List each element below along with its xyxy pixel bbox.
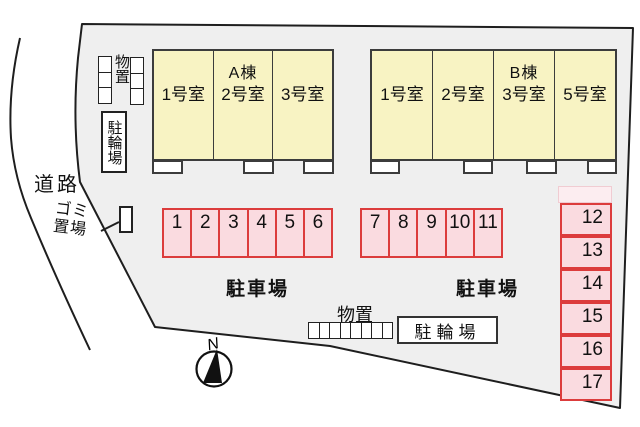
garbage-bin-box <box>119 206 133 233</box>
building-b: 1号室 2号室 B棟 3号室 5号室 <box>370 49 617 161</box>
entrance-porch <box>587 160 617 174</box>
storage-unit <box>381 323 393 338</box>
entrance-porch <box>152 160 183 174</box>
parking-stall-12: 12 <box>560 203 612 236</box>
garbage-label-line2: 置場 <box>52 218 88 240</box>
unit-label: 2号室 <box>221 85 265 104</box>
unit-label: 2号室 <box>441 85 485 104</box>
garbage-pointer-line <box>100 221 120 232</box>
parking-column: 12 13 14 15 16 17 <box>560 203 612 401</box>
storage-unit <box>309 323 319 338</box>
storage-bottom-label: 物置 <box>337 305 373 325</box>
parking-stall-11: 11 <box>472 210 501 256</box>
bicycle-parking-bottom-box: 駐輪場 <box>397 316 498 344</box>
storage-unit <box>131 72 143 89</box>
storage-unit <box>99 87 111 103</box>
unit-label: 1号室 <box>380 85 424 104</box>
unit-label: 1号室 <box>161 85 206 104</box>
storage-unit <box>329 323 340 338</box>
entrance-porch <box>243 160 274 174</box>
parking-row-1: 1 2 3 4 5 6 <box>162 208 333 258</box>
unit-label: 3号室 <box>280 85 325 104</box>
storage-unit <box>131 58 143 73</box>
entrance-porch <box>370 160 400 174</box>
parking-stall-14: 14 <box>560 269 612 302</box>
building-a-name: A棟 <box>228 65 258 82</box>
building-b-unit-2: 2号室 <box>432 51 493 159</box>
parking-stall-7: 7 <box>369 212 381 233</box>
unit-label: 5号室 <box>563 85 607 104</box>
storage-unit <box>99 71 111 88</box>
building-a-unit-1: 1号室 <box>154 51 213 159</box>
storage-unit <box>318 323 330 338</box>
parking-stall-2: 2 <box>190 210 218 256</box>
unit-label: 3号室 <box>502 85 546 104</box>
parking-stall-16: 16 <box>560 335 612 368</box>
parking-label-left: 駐車場 <box>226 279 290 300</box>
parking-stall-5: 5 <box>274 210 303 256</box>
parking-stall-1: 1 <box>171 212 183 233</box>
parking-stall-3: 3 <box>218 210 246 256</box>
storage-unit <box>131 88 143 104</box>
storage-unit <box>360 323 372 338</box>
parking-stall-17: 17 <box>560 368 612 401</box>
storage-top-left-squares <box>98 56 112 104</box>
building-b-unit-3: B棟 3号室 <box>493 51 554 159</box>
entrance-porch <box>303 160 334 174</box>
building-b-unit-5: 5号室 <box>554 51 615 159</box>
storage-top-right-squares <box>130 57 144 105</box>
parking-row-2: 7 8 9 10 11 <box>360 208 503 258</box>
storage-bottom-squares <box>308 322 393 339</box>
entrance-porch <box>463 160 493 174</box>
entrance-porch <box>526 160 557 174</box>
storage-unit <box>350 323 361 338</box>
building-b-name: B棟 <box>509 65 539 82</box>
parking-stall-10: 10 <box>444 210 473 256</box>
building-a-unit-2: A棟 2号室 <box>212 51 273 159</box>
parking-label-right: 駐車場 <box>456 279 520 300</box>
building-a: 1号室 A棟 2号室 3号室 <box>152 49 334 161</box>
bicycle-parking-top-box: 駐輪場 <box>101 111 127 173</box>
building-a-unit-3: 3号室 <box>272 51 332 159</box>
parking-stall-13: 13 <box>560 236 612 269</box>
storage-unit <box>371 323 382 338</box>
storage-unit <box>339 323 351 338</box>
parking-stall-8: 8 <box>388 210 416 256</box>
parking-stall-4: 4 <box>246 210 275 256</box>
storage-top-label: 物置 <box>113 54 130 84</box>
parking-stall-9: 9 <box>416 210 444 256</box>
road-label: 道路 <box>34 174 80 196</box>
parking-strip <box>558 186 612 203</box>
garbage-area-label: ゴミ 置場 <box>52 200 90 241</box>
building-b-unit-1: 1号室 <box>372 51 432 159</box>
compass-n-label: N <box>206 335 222 354</box>
storage-unit <box>99 57 111 72</box>
parking-stall-15: 15 <box>560 302 612 335</box>
compass-icon: N <box>195 335 233 388</box>
road-outer-line <box>9 37 91 351</box>
parking-stall-6: 6 <box>302 210 331 256</box>
